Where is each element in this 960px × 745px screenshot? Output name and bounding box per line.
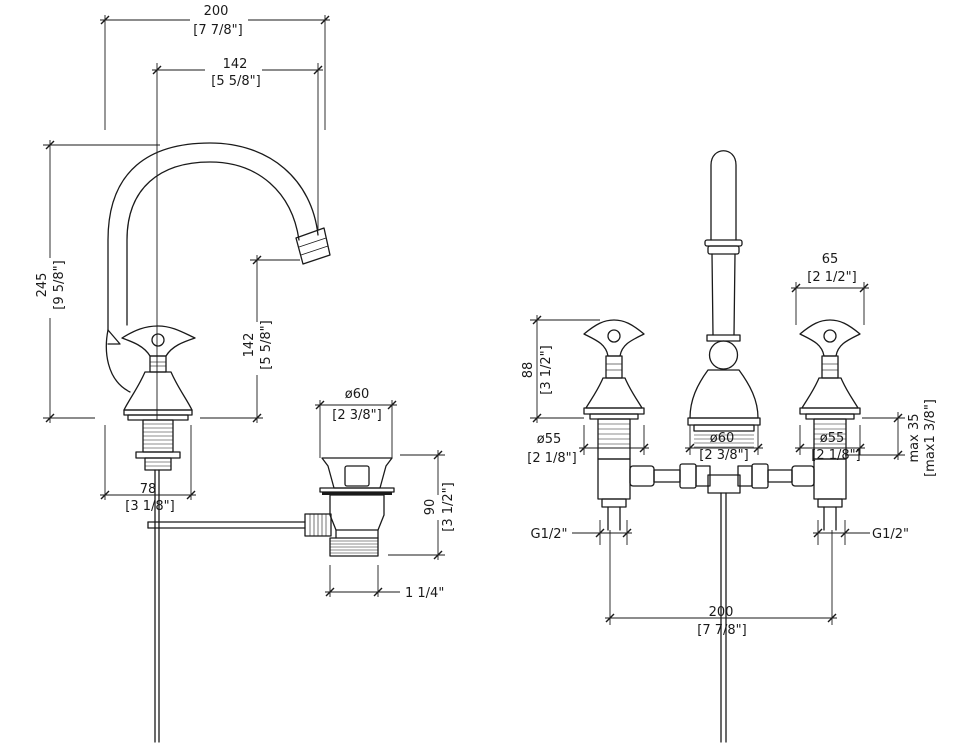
front-handle-left: [583, 319, 645, 531]
dim-spout-width-mm: 200: [204, 4, 229, 19]
side-body: [105, 329, 131, 393]
side-faucet: [105, 142, 331, 743]
dim-inlet-left: G1/2": [531, 527, 568, 542]
dim-base-right-mm: ø55: [820, 431, 845, 446]
dim-total-height-mm: 245: [35, 273, 50, 298]
dim-base-left-inch: [2 1/8"]: [527, 451, 576, 466]
spout-outer: [107, 142, 319, 331]
dim-spout-width-inch: [7 7/8"]: [193, 23, 242, 38]
dim-centers-mm: 200: [709, 605, 734, 620]
dim-drain-thread: 1 1/4": [405, 586, 444, 601]
dim-inlet-right: G1/2": [872, 527, 909, 542]
dimension-lines: [43, 15, 905, 625]
dim-clearance-mm: 142: [242, 333, 257, 358]
dim-handle-spacing-inch: [2 1/2"]: [807, 270, 856, 285]
dim-base-right-inch: [2 1/8"]: [811, 448, 860, 463]
dim-drain-diameter-inch: [2 3/8"]: [332, 408, 381, 423]
dim-total-height-inch: [9 5/8"]: [52, 260, 67, 309]
dim-base-left-mm: ø55: [537, 432, 562, 447]
dim-deck-thickness-mm: max 35: [907, 414, 922, 463]
dim-handle-height-inch: [3 1/2"]: [539, 345, 554, 394]
dim-base-width-inch: [3 1/8"]: [125, 499, 174, 514]
dim-handle-spacing-mm: 65: [822, 252, 839, 267]
dim-spout-reach-inch: [5 5/8"]: [211, 74, 260, 89]
dim-drain-height-inch: [3 1/2"]: [441, 482, 456, 531]
dim-spout-base-inch: [2 3/8"]: [699, 448, 748, 463]
dim-drain-height-mm: 90: [423, 499, 438, 516]
dim-handle-height-mm: 88: [521, 362, 536, 379]
dim-base-width-mm: 78: [140, 482, 157, 497]
side-handle: [121, 325, 196, 357]
dim-spout-reach-mm: 142: [223, 57, 248, 72]
front-handle-right: [799, 319, 861, 531]
front-connector-pipes: [629, 463, 815, 489]
aerator: [295, 227, 331, 265]
dim-deck-thickness-inch: [max1 3/8"]: [923, 399, 938, 477]
dim-clearance-inch: [5 5/8"]: [259, 320, 274, 369]
side-bell: [123, 371, 193, 411]
spout-inner: [126, 161, 300, 326]
drain-cap: [321, 457, 393, 489]
side-drain: [304, 457, 395, 557]
dim-spout-base-mm: ø60: [710, 431, 735, 446]
dimension-labels: 200 [7 7/8"] 142 [5 5/8"] 245 [9 5/8"] 1…: [35, 4, 938, 638]
dim-centers-inch: [7 7/8"]: [697, 623, 746, 638]
front-spout: [687, 150, 761, 743]
dim-drain-diameter-mm: ø60: [345, 387, 370, 402]
